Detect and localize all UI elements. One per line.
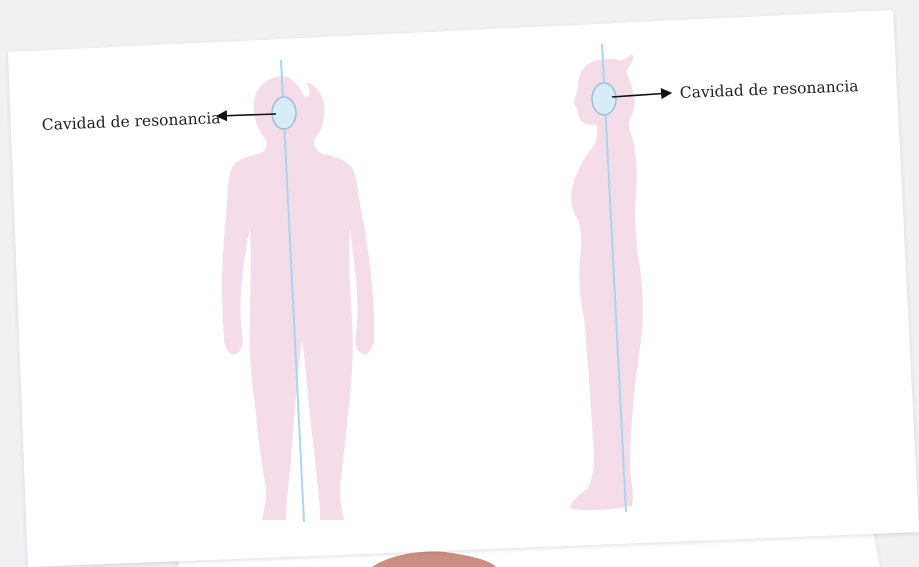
side-cavity (592, 83, 616, 115)
front-cavity (272, 97, 296, 129)
